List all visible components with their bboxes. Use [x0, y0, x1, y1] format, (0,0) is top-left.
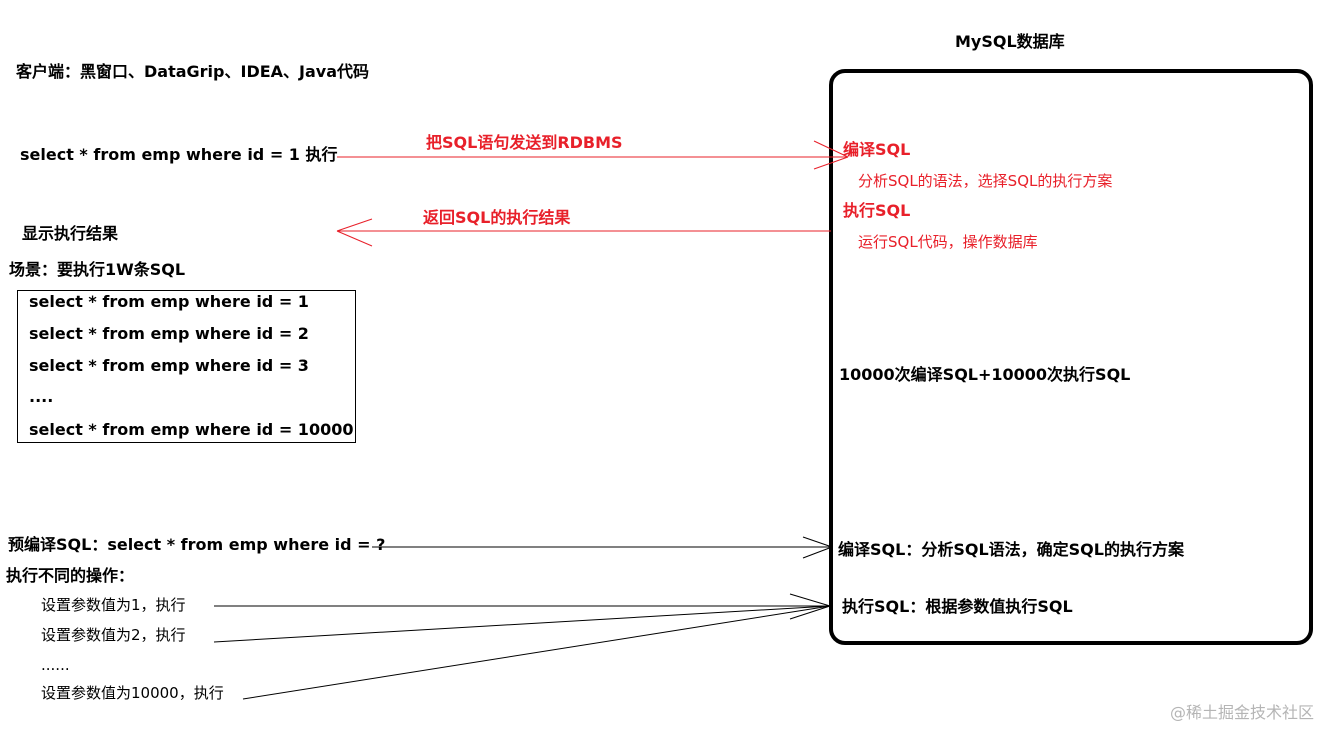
scenario-line-2: select * from emp where id = 2 — [29, 324, 309, 343]
scenario-line-1: select * from emp where id = 1 — [29, 292, 309, 311]
database-box — [829, 69, 1313, 645]
execute-sql-desc: 运行SQL代码，操作数据库 — [858, 233, 1038, 251]
execute-sql-title: 执行SQL — [843, 201, 911, 220]
param-exec-arrows — [213, 593, 831, 700]
display-result-label: 显示执行结果 — [22, 224, 119, 243]
op-item-2: 设置参数值为2，执行 — [41, 626, 186, 644]
precompile-arrow — [372, 536, 833, 559]
sql-statement: select * from emp where id = 1 执行 — [20, 145, 338, 164]
db-title: MySQL数据库 — [955, 32, 1065, 51]
op-item-ellipsis: ...... — [41, 656, 70, 674]
scenario-ellipsis: .... — [29, 387, 54, 406]
ops-title: 执行不同的操作： — [6, 566, 135, 585]
precompile-label: 预编译SQL：select * from emp where id = ? — [8, 535, 386, 554]
op-item-last: 设置参数值为10000，执行 — [41, 684, 224, 702]
scenario-line-3: select * from emp where id = 3 — [29, 356, 309, 375]
return-label: 返回SQL的执行结果 — [423, 208, 571, 227]
send-label: 把SQL语句发送到RDBMS — [426, 133, 623, 152]
compile-sql-title: 编译SQL — [843, 140, 911, 159]
op-item-1: 设置参数值为1，执行 — [41, 596, 186, 614]
batch-summary: 10000次编译SQL+10000次执行SQL — [839, 365, 1131, 384]
scenario-title: 场景：要执行1W条SQL — [9, 260, 186, 279]
watermark: @稀土掘金技术社区 — [1170, 703, 1315, 722]
param-exec-step: 执行SQL：根据参数值执行SQL — [842, 597, 1073, 616]
client-label: 客户端：黑窗口、DataGrip、IDEA、Java代码 — [16, 62, 370, 81]
send-arrow — [337, 140, 849, 170]
return-arrow — [336, 218, 831, 247]
precompile-step: 编译SQL：分析SQL语法，确定SQL的执行方案 — [838, 540, 1184, 559]
scenario-line-last: select * from emp where id = 10000 — [29, 420, 354, 439]
compile-sql-desc: 分析SQL的语法，选择SQL的执行方案 — [858, 172, 1113, 190]
scenario-box — [17, 290, 356, 443]
